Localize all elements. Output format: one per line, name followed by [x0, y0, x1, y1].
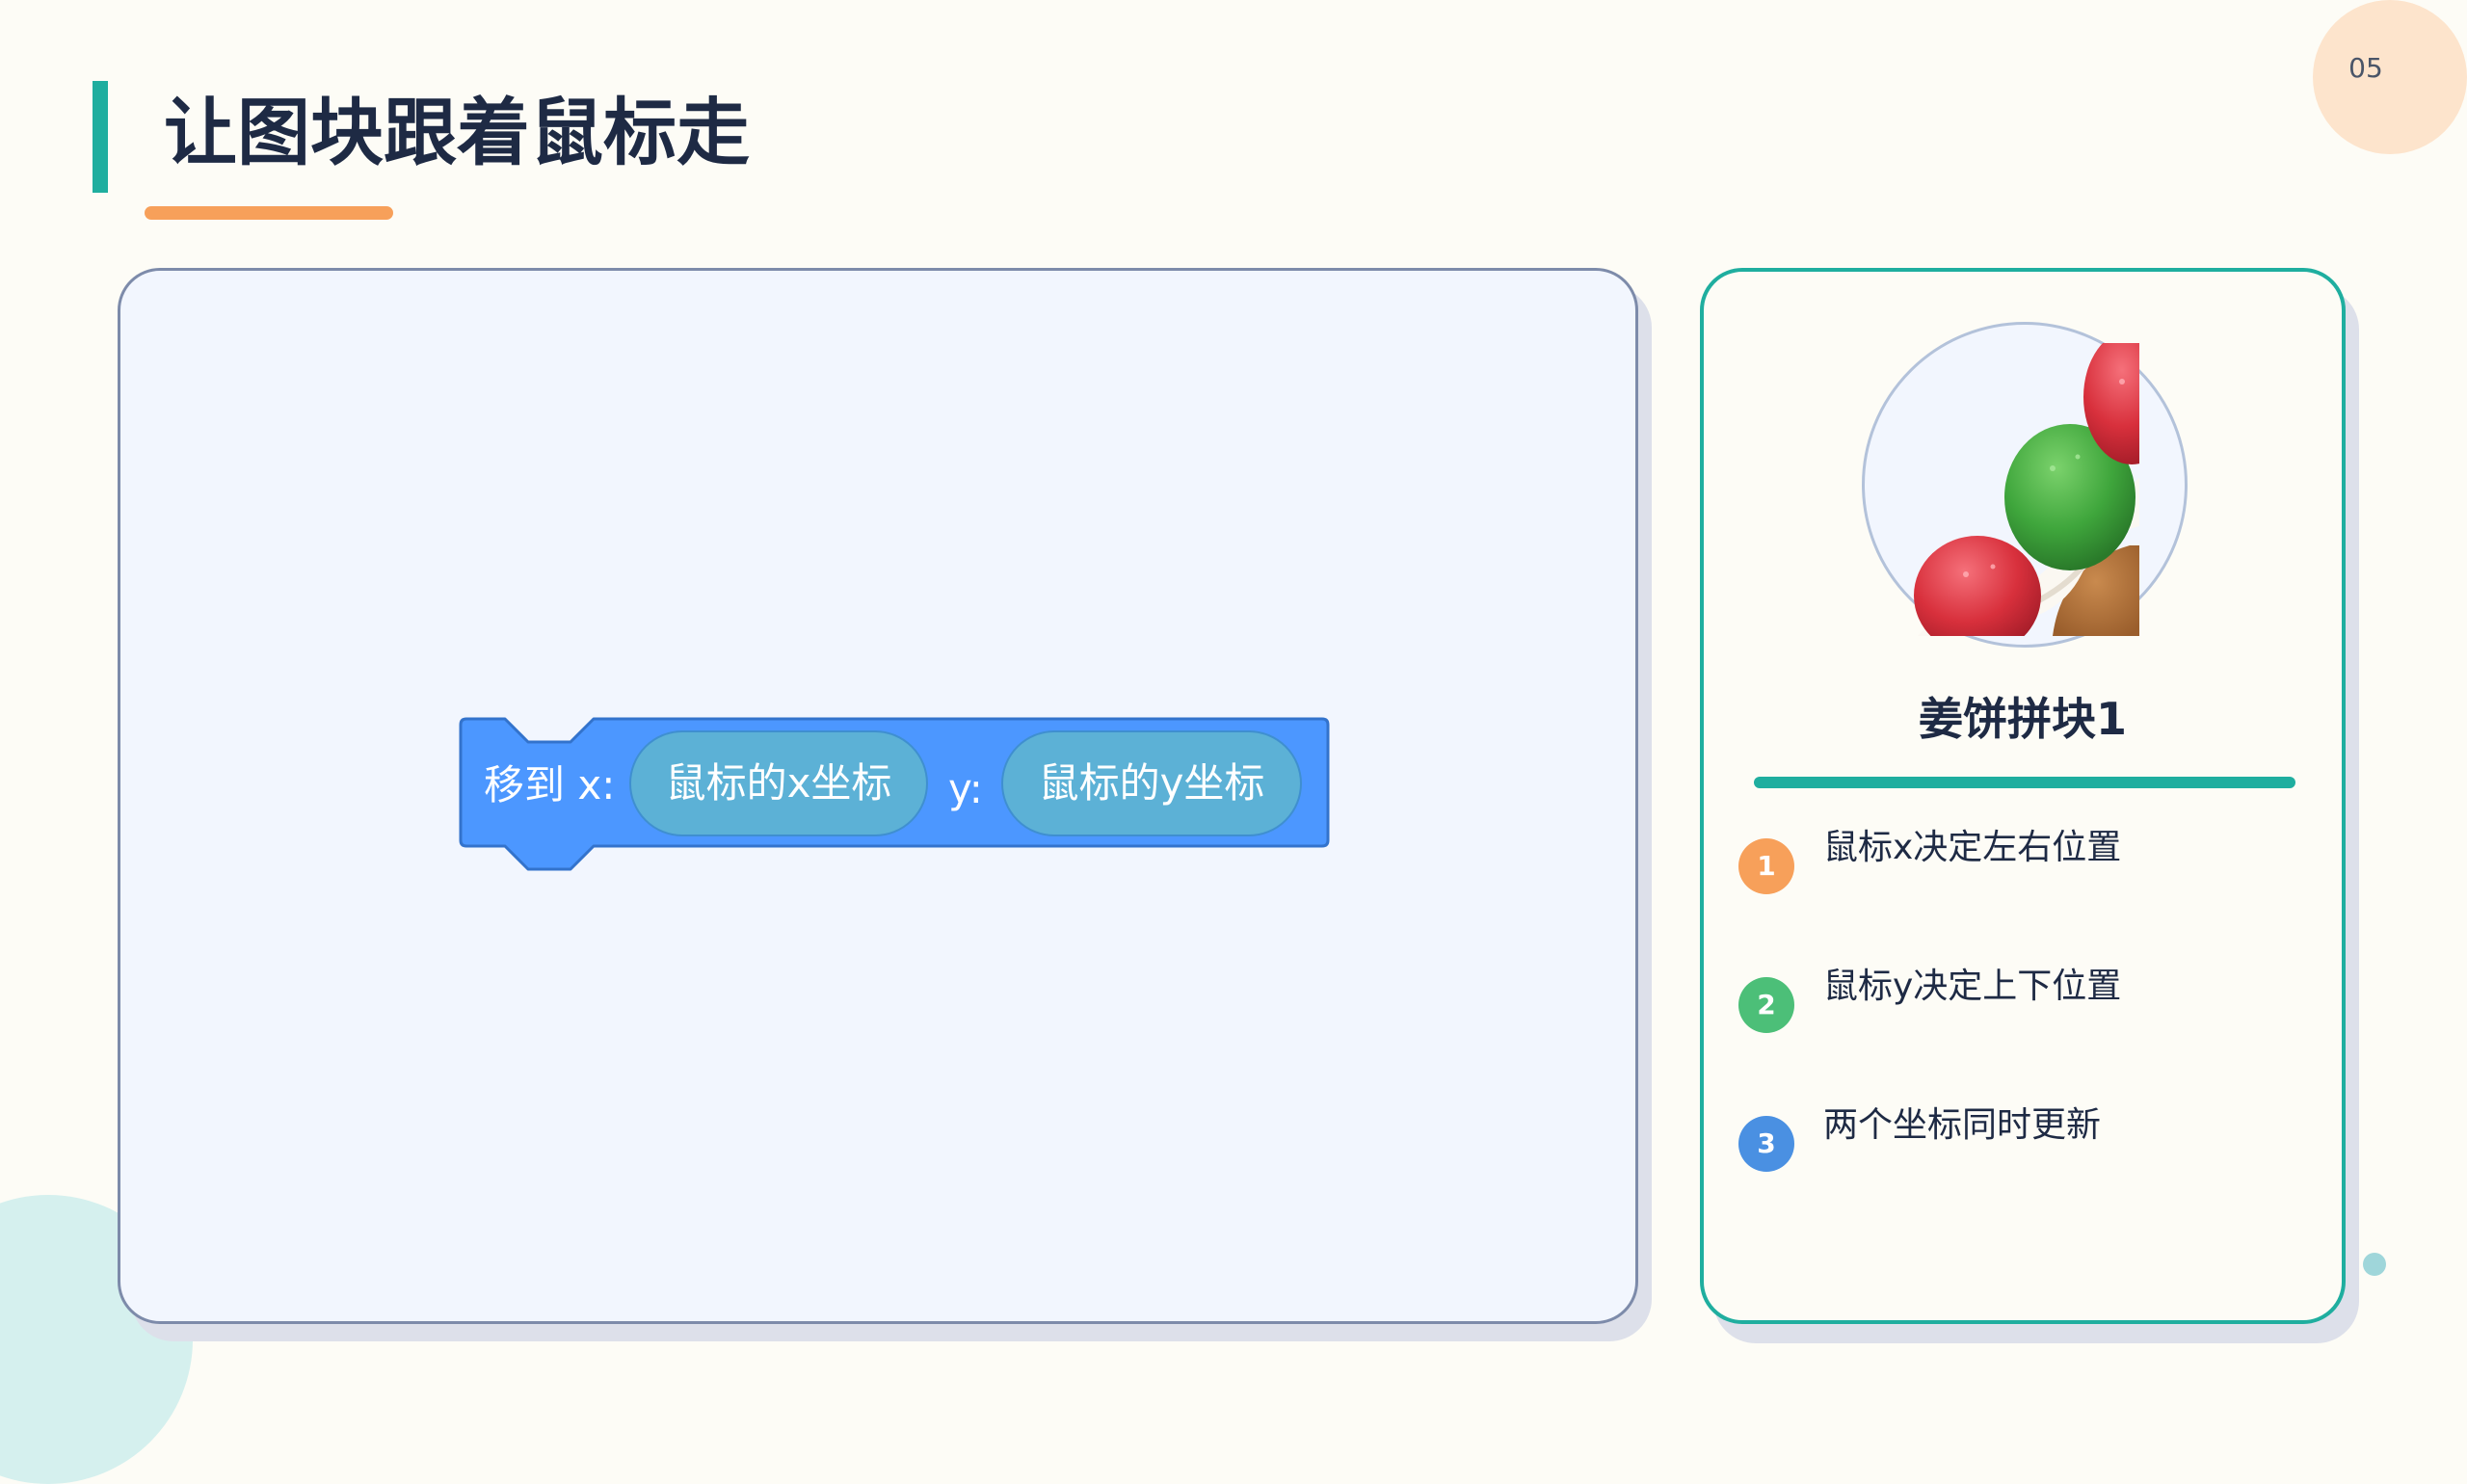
feature-text-2: 鼠标y决定上下位置	[1823, 967, 2122, 1006]
feature-badge-2: 2	[1738, 977, 1794, 1033]
decorative-circle-top-right	[2313, 0, 2467, 154]
title-underline	[145, 206, 393, 220]
gingerbread-sprite-image	[1914, 343, 2139, 636]
feature-badge-3: 3	[1738, 1116, 1794, 1172]
y-label: y:	[948, 765, 983, 812]
feature-text-3: 两个坐标同时更新	[1823, 1105, 2102, 1145]
mouse-x-reporter[interactable]: 鼠标的x坐标	[629, 730, 928, 836]
page-number: 05	[2348, 52, 2383, 84]
title-accent-bar	[93, 81, 108, 193]
sprite-divider	[1754, 777, 2295, 788]
mouse-y-reporter[interactable]: 鼠标的y坐标	[1001, 730, 1302, 836]
decorative-dot	[2363, 1253, 2386, 1276]
move-to-x-label: 移到 x:	[484, 761, 616, 808]
page-title: 让图块跟着鼠标走	[164, 90, 750, 175]
feature-text-1: 鼠标x决定左右位置	[1823, 828, 2122, 867]
code-panel	[118, 268, 1638, 1324]
feature-badge-1: 1	[1738, 838, 1794, 894]
sprite-name: 姜饼拼块1	[1918, 693, 2127, 745]
